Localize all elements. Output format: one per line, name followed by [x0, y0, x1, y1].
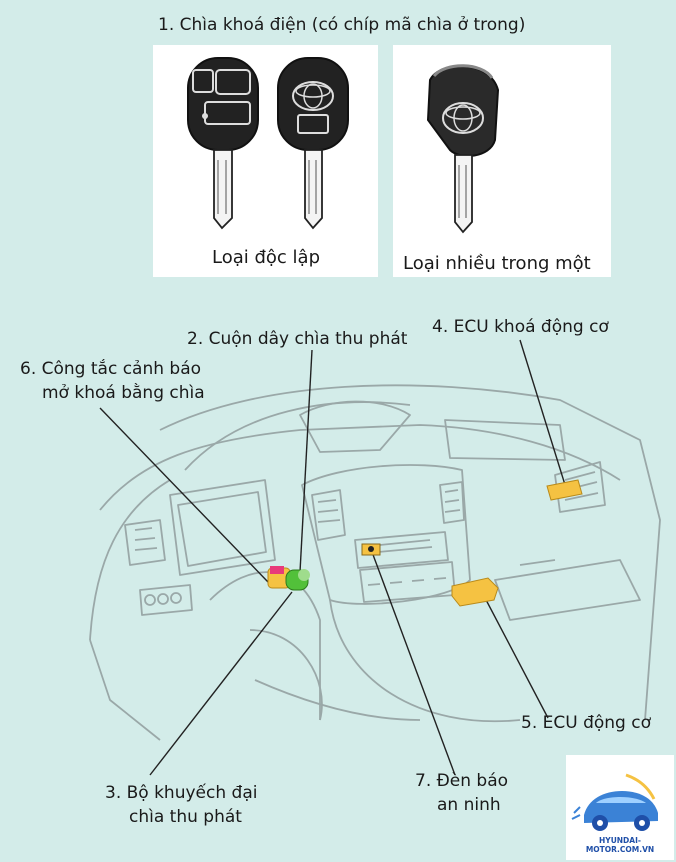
key-remote-buttons-icon: [187, 57, 259, 230]
label-transponder-amplifier-1: 3. Bộ khuyếch đại: [105, 783, 258, 803]
leader-lines: [99, 339, 567, 776]
car-logo-icon: [571, 773, 658, 831]
component-transponder-coil-icon: [267, 566, 310, 591]
component-engine-ecu-icon: [451, 577, 499, 607]
dashboard-illustration: [89, 384, 661, 741]
label-engine-ecu: 5. ECU động cơ: [521, 713, 651, 733]
component-security-indicator-icon: [361, 543, 381, 556]
caption-all-in-one: Loại nhiều trong một: [403, 253, 591, 274]
label-security-indicator-1: 7. Đèn báo: [415, 771, 509, 791]
label-transponder-amplifier-2: chìa thu phát: [129, 807, 242, 827]
label-unlock-warning-switch-1: 6. Công tắc cảnh báo: [20, 359, 202, 379]
label-transponder-coil: 2. Cuộn dây chìa thu phát: [187, 329, 408, 349]
caption-independent: Loại độc lập: [212, 247, 320, 268]
key-remote-logo-icon: [277, 57, 349, 230]
component-immobiliser-ecu-icon: [546, 479, 583, 501]
label-security-indicator-2: an ninh: [437, 795, 501, 815]
label-immobiliser-ecu: 4. ECU khoá động cơ: [432, 317, 609, 337]
logo-text: HYUNDAI-MOTOR.COM.VN: [585, 836, 655, 854]
key-all-in-one-icon: [426, 64, 500, 234]
label-unlock-warning-switch-2: mở khoá bằng chìa: [42, 383, 205, 403]
brand-logo: HYUNDAI-MOTOR.COM.VN: [566, 755, 674, 860]
title-electric-key: 1. Chìa khoá điện (có chíp mã chìa ở tro…: [158, 15, 526, 35]
